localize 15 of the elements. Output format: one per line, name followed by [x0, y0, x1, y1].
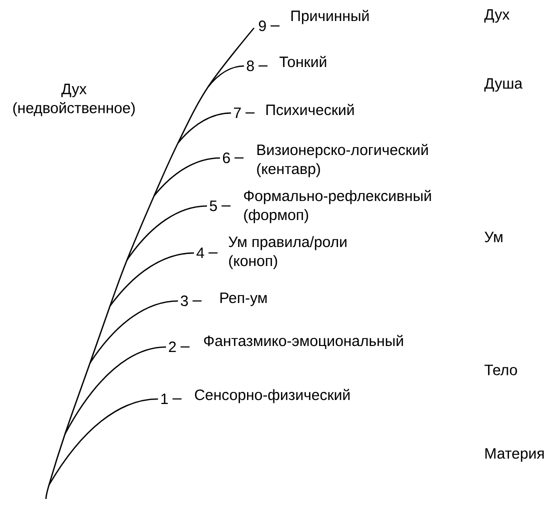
level-label: Ум: [484, 232, 502, 242]
level-label: 8 Тонкий: [246, 56, 326, 72]
level-label: 9 Причинный: [258, 10, 369, 32]
level-label: 1 Сенсорно-физический: [161, 388, 350, 404]
level-label: 5 Формально-рефлексивный (формоп): [210, 190, 431, 224]
level-label: Тело: [484, 364, 517, 376]
level-label: Душа: [484, 78, 523, 92]
level-label: 2 Фантазмико-эмоциональный: [168, 334, 403, 352]
level-label: Материя: [485, 448, 544, 462]
level-label: 3 Реп-ум: [180, 292, 267, 306]
level-label: 4 Ум правила/роли (коноп): [196, 236, 346, 270]
level-label: 6 Визионерско-логический (кентавр): [222, 144, 428, 178]
level-label: Дух: [484, 9, 510, 23]
level-label: Дух (недвойственное): [13, 84, 135, 116]
level-label: 7 Психический: [234, 104, 354, 118]
